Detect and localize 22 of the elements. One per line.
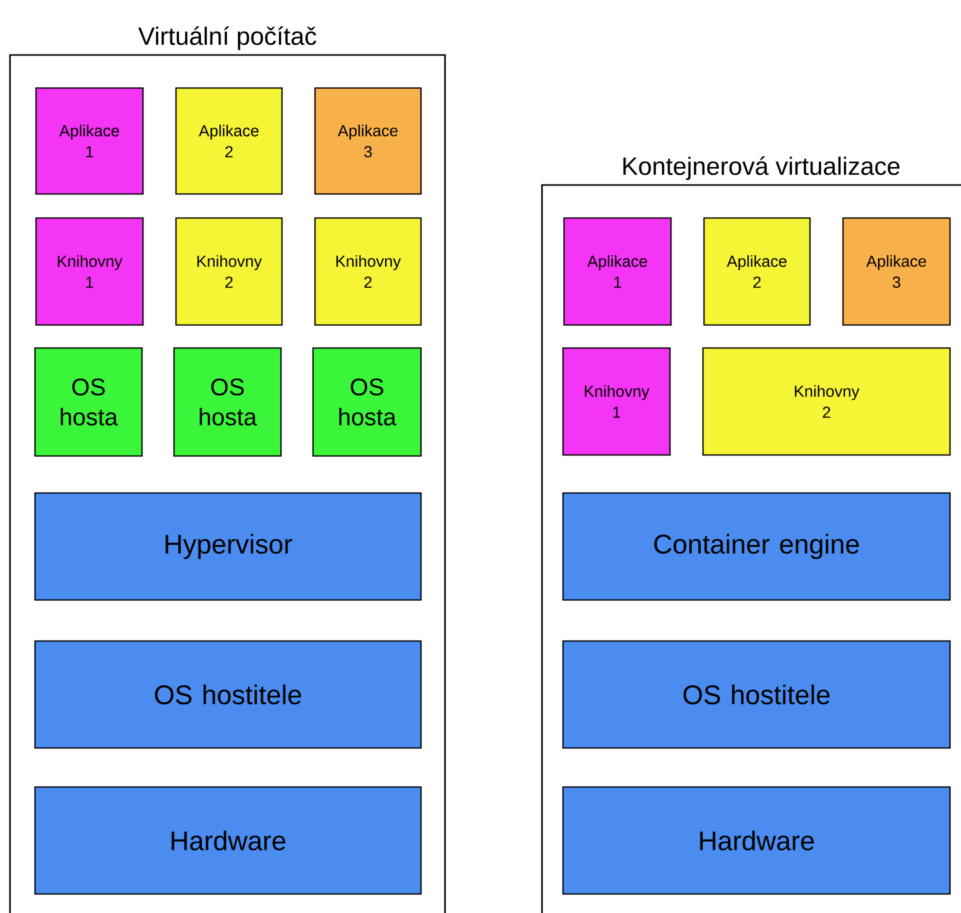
layer-box: OS hosta xyxy=(34,347,143,457)
layer-box: Hypervisor xyxy=(34,492,422,601)
layer-box: Aplikace 3 xyxy=(314,87,422,195)
layer-box: Aplikace 2 xyxy=(175,87,283,195)
layer-box: OS hosta xyxy=(173,347,282,457)
layer-box: Knihovny 2 xyxy=(702,347,951,456)
layer-box: Knihovny 1 xyxy=(562,347,671,456)
layer-box: Knihovny 2 xyxy=(314,217,422,326)
layer-box: OS hosta xyxy=(312,347,422,457)
layer-box: Container engine xyxy=(562,492,951,601)
node-label: Virtuální počítač xyxy=(138,26,316,50)
layer-box: OS hostitele xyxy=(562,640,951,749)
layer-box: Hardware xyxy=(34,786,422,895)
layer-box: Aplikace 1 xyxy=(35,87,144,195)
layer-box: Aplikace 3 xyxy=(842,217,951,326)
layer-box: Knihovny 2 xyxy=(175,217,283,326)
layer-box: Aplikace 1 xyxy=(563,217,672,326)
node-label: Kontejnerová virtualizace xyxy=(623,156,900,180)
layer-box: Aplikace 2 xyxy=(703,217,811,326)
layer-box: Knihovny 1 xyxy=(35,217,144,326)
layer-box: OS hostitele xyxy=(34,640,422,749)
layer-box: Hardware xyxy=(562,786,951,895)
